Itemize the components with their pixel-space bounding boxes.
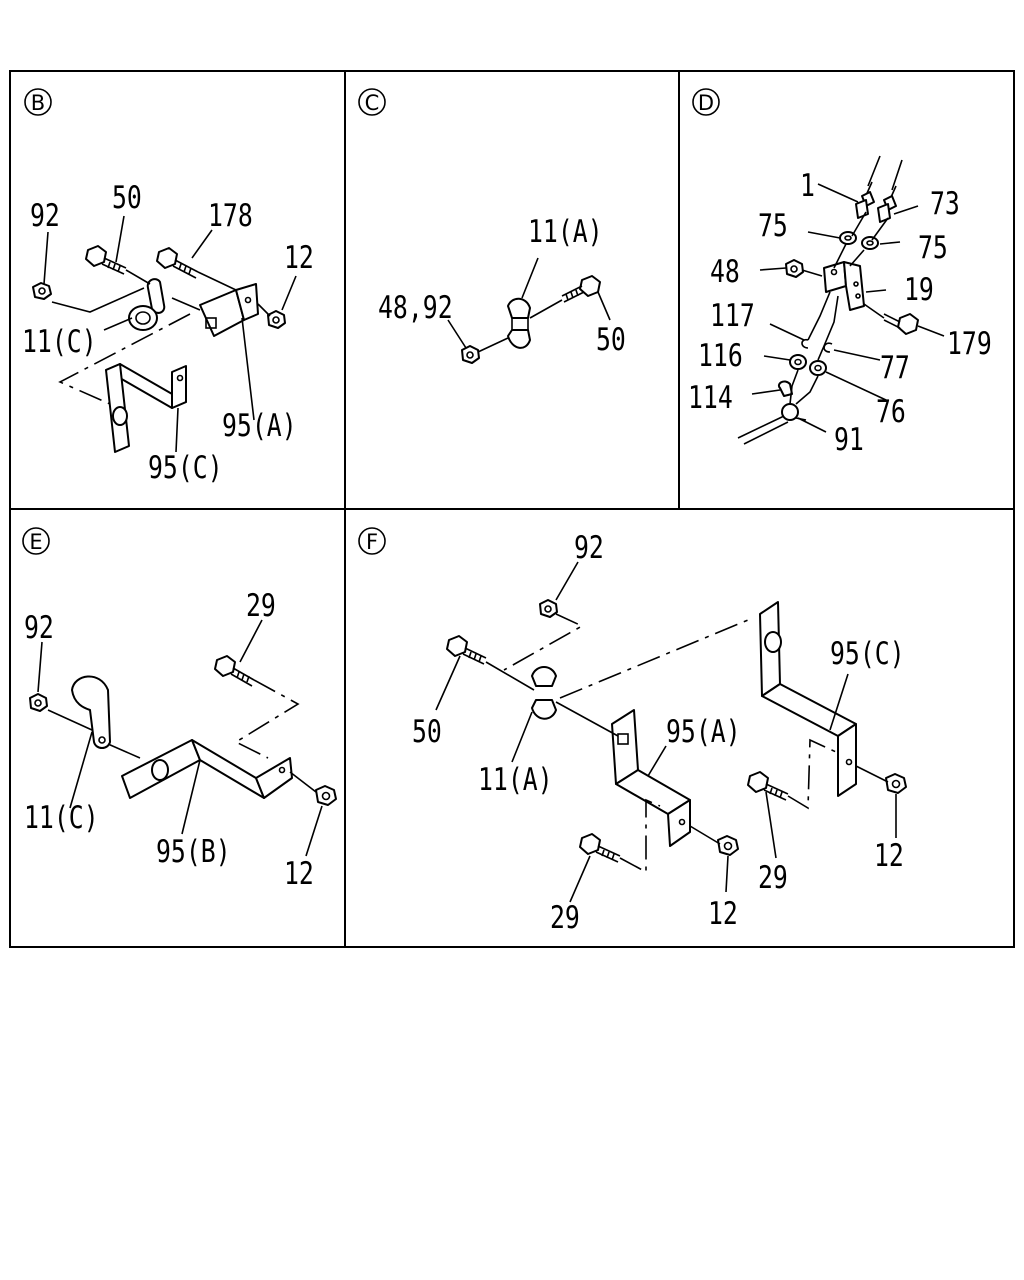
panel-d: D [688,88,992,458]
callout-92: 92 [30,197,60,233]
nut-12-e [315,785,337,806]
bolt-29-f-2 [747,771,789,801]
panel-letter-f: F [366,530,378,554]
panel-c: C 11(A) 48,92 50 [358,88,626,364]
callout-12: 12 [874,837,904,873]
bracket-95c [105,363,187,453]
clip-11c-e [71,675,111,749]
pipe-1 [855,155,881,219]
bolt-50-f [446,635,487,665]
bracket-95c-f [759,601,857,797]
callout-95c: 95(C) [148,449,223,485]
panel-letter-d: D [698,91,714,115]
bracket-95a-f [611,709,691,847]
bolt-50-c [561,275,601,303]
nut-92 [32,282,52,300]
callout-178: 178 [208,197,253,233]
callout-11c: 11(C) [22,323,97,359]
callout-92: 92 [574,529,604,565]
fitting-91 [737,403,807,445]
panel-grid [9,70,1015,948]
nut-12-f-1 [717,835,739,856]
bolt-178 [156,247,199,279]
valve-19 [823,261,865,311]
callout-117: 117 [710,297,755,333]
callout-75: 75 [758,207,788,243]
panel-marker-c [358,88,386,116]
panel-letter-c: C [365,91,380,115]
callout-179: 179 [947,325,992,361]
bracket-95a [199,283,259,337]
callout-76: 76 [876,393,906,429]
nut-92-f [539,599,558,618]
bolt-50 [85,245,127,275]
clip-11a-f [531,666,557,720]
callout-11a: 11(A) [478,761,553,797]
pipe-73 [877,159,903,223]
bolt-29-e [214,655,255,687]
panel-f: F [358,527,907,936]
panel-letter-b: B [31,91,45,115]
rings-117-116-114 [778,338,809,397]
callout-116: 116 [698,337,743,373]
nut-48-92 [461,345,480,364]
nut-12-f-2 [885,773,907,794]
panel-marker-b [24,88,52,116]
callout-95a: 95(A) [666,713,741,749]
callout-73: 73 [930,185,960,221]
callout-95a: 95(A) [222,407,297,443]
callout-1: 1 [800,167,815,203]
rings-77-76 [809,342,833,376]
callout-12: 12 [708,895,738,931]
callout-11c: 11(C) [24,799,99,835]
panel-b: B [22,88,314,486]
nut-12 [267,310,286,329]
callout-12: 12 [284,855,314,891]
callout-29: 29 [758,859,788,895]
clip-11c [128,278,166,331]
callout-95c: 95(C) [830,635,905,671]
callout-29: 29 [550,899,580,935]
panel-e: E 29 92 11(C) 95(B) [22,527,337,892]
bolt-29-f-1 [579,833,621,863]
panel-marker-f [358,527,386,555]
callout-50: 50 [112,179,142,215]
callout-92: 92 [24,609,54,645]
callout-50: 50 [412,713,442,749]
callout-75: 75 [918,229,948,265]
callout-48-92: 48,92 [378,289,453,325]
panel-marker-e [22,527,50,555]
callout-50: 50 [596,321,626,357]
bracket-95b [121,739,293,799]
clip-11a [507,297,531,349]
callout-91: 91 [834,421,864,457]
nut-92-e [29,693,48,712]
callout-29: 29 [246,587,276,623]
callout-19: 19 [904,271,934,307]
callout-11a: 11(A) [528,213,603,249]
callout-114: 114 [688,379,733,415]
callout-12: 12 [284,239,314,275]
bolt-179 [883,313,919,335]
panel-letter-e: E [29,530,42,554]
callout-77: 77 [880,349,910,385]
panel-marker-d [692,88,720,116]
callout-48: 48 [710,253,740,289]
callout-95b: 95(B) [156,833,231,869]
nut-48 [785,259,804,278]
washers-75 [839,231,879,250]
